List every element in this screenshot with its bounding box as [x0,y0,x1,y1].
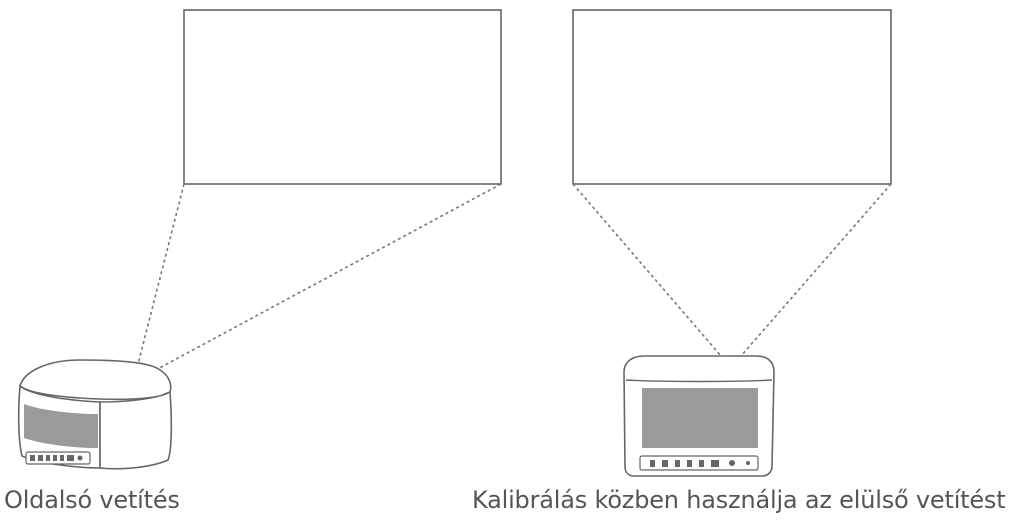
side-projection-caption: Oldalsó vetítés [4,486,180,514]
projection-beam-right-edge [151,183,502,373]
projection-beam-right-edge [740,183,892,357]
projection-screen-left [183,9,502,185]
projection-screen-right [572,9,892,185]
projection-beam-left-edge [136,183,185,369]
front-projection-caption: Kalibrálás közben használja az elülső ve… [472,486,1006,514]
projection-beam-left-edge [572,183,722,357]
projector-device-front [623,355,775,477]
projector-device-angled [17,359,173,470]
side-projection-scene [17,9,502,470]
front-projection-scene [572,9,892,477]
